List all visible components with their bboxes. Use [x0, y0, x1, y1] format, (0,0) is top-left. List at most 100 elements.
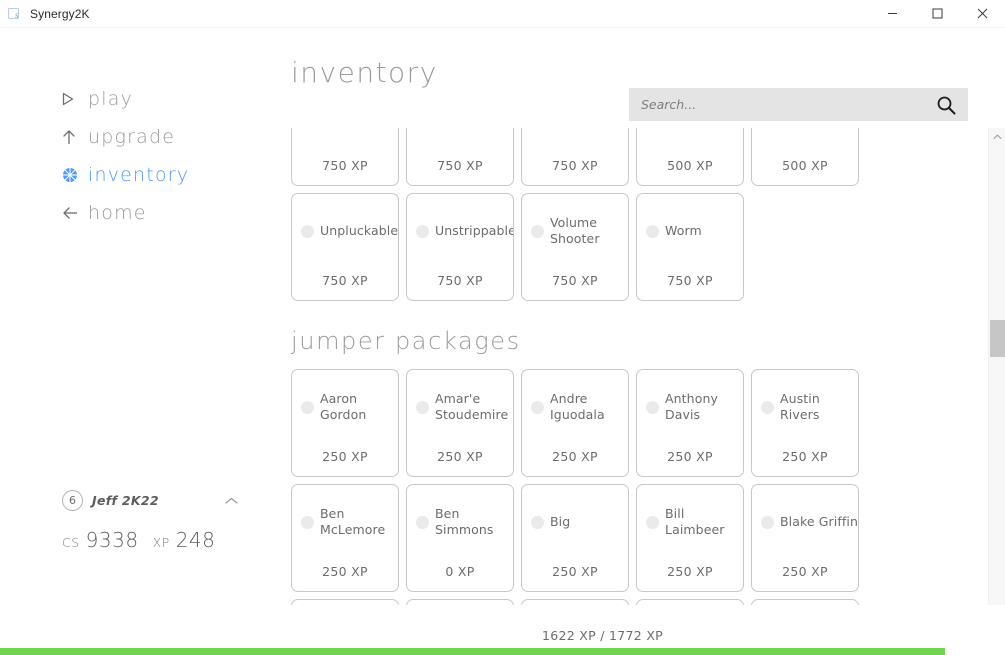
card-body: Andre Iguodala	[522, 370, 628, 444]
card-body: Ben McLemore	[292, 485, 398, 559]
window-controls	[870, 0, 1005, 28]
search-input[interactable]	[641, 97, 936, 112]
card-body: Aaron Gordon	[292, 370, 398, 444]
sidebar-item-play[interactable]: play	[62, 80, 262, 118]
card-xp-value: 250 XP	[667, 449, 713, 464]
card-name: Unpluckable	[320, 223, 398, 238]
card-xp-value: 250 XP	[667, 564, 713, 579]
sidebar: play upgrade	[0, 28, 270, 655]
xp-progress-label: 1622 XP / 1772 XP	[541, 628, 664, 643]
card-xp-value: 750 XP	[552, 273, 598, 288]
card-xp-value: 500 XP	[782, 158, 828, 173]
sidebar-item-label: home	[88, 202, 147, 224]
card-name: Unstrippable	[435, 223, 513, 238]
close-button[interactable]	[960, 0, 1005, 28]
card-name: Worm	[665, 223, 702, 238]
card-name: Volume Shooter	[550, 215, 600, 246]
xp-value: 248	[175, 528, 216, 552]
card-xp-value: 250 XP	[437, 449, 483, 464]
card-xp-value: 500 XP	[667, 158, 713, 173]
maximize-icon	[932, 8, 943, 19]
footer: 1622 XP / 1772 XP	[0, 605, 1005, 655]
card-bullet-icon	[761, 515, 774, 529]
inventory-card[interactable]: 750 XP	[406, 128, 514, 186]
card-bullet-icon	[416, 224, 429, 238]
card-xp-value: 750 XP	[437, 273, 483, 288]
inventory-card[interactable]: Amar'e Stoudemire 250 XP	[406, 369, 514, 477]
card-xp-value: 750 XP	[667, 273, 713, 288]
inventory-card[interactable]: Big 250 XP	[521, 484, 629, 592]
card-xp-value: 250 XP	[322, 564, 368, 579]
card-name: Blake Griffin	[780, 514, 858, 529]
card-body: Amar'e Stoudemire	[407, 370, 513, 444]
sections-container: 750 XP 750 XP 750 XP 500 XP 500 XP Unpluckabl…	[270, 128, 1005, 633]
xp-label: XP	[152, 535, 170, 550]
profile-header-row[interactable]: 6 Jeff 2K22	[62, 488, 242, 512]
search-box[interactable]	[629, 88, 968, 121]
inventory-card[interactable]: Bill Laimbeer 250 XP	[636, 484, 744, 592]
inventory-card[interactable]: 500 XP	[636, 128, 744, 186]
scrollbar-thumb[interactable]	[990, 320, 1005, 357]
minimize-icon	[888, 13, 897, 14]
card-body: Ben Simmons	[407, 485, 513, 559]
main-panel: inventory 750 XP 750 XP 750 XP 500 XP 500 XP…	[270, 28, 1005, 655]
maximize-button[interactable]	[915, 0, 960, 28]
card-xp-value: 750 XP	[322, 273, 368, 288]
card-bullet-icon	[416, 515, 429, 529]
minimize-button[interactable]	[870, 0, 915, 28]
card-bullet-icon	[301, 224, 314, 238]
inventory-card[interactable]: Unstrippable 750 XP	[406, 193, 514, 301]
card-bullet-icon	[531, 400, 544, 414]
title-bar: s Synergy2K	[0, 0, 1005, 28]
inventory-card[interactable]: Anthony Davis 250 XP	[636, 369, 744, 477]
profile-name: Jeff 2K22	[92, 492, 159, 508]
card-row: 750 XP 750 XP 750 XP 500 XP 500 XP	[291, 128, 975, 186]
play-triangle-icon	[62, 92, 88, 106]
sidebar-item-upgrade[interactable]: upgrade	[62, 118, 262, 156]
arrow-left-icon	[62, 206, 88, 220]
main-header: inventory	[270, 28, 1005, 128]
profile-stats: CS 9338 XP 248	[62, 528, 242, 552]
inventory-card[interactable]: 750 XP	[291, 128, 399, 186]
close-icon	[977, 8, 988, 19]
sidebar-item-home[interactable]: home	[62, 194, 262, 232]
scroll-up-arrow[interactable]	[989, 128, 1005, 145]
card-bullet-icon	[416, 400, 429, 414]
card-name: Ben McLemore	[320, 506, 386, 537]
sidebar-item-label: inventory	[88, 164, 190, 186]
card-bullet-icon	[646, 515, 659, 529]
chevron-up-icon	[993, 134, 1002, 139]
inventory-card[interactable]: 500 XP	[751, 128, 859, 186]
card-name: Bill Laimbeer	[665, 506, 725, 537]
card-body: Anthony Davis	[637, 370, 743, 444]
card-body: Worm	[637, 194, 743, 268]
card-name: Big	[550, 514, 571, 529]
card-name: Aaron Gordon	[320, 391, 367, 422]
inventory-card[interactable]: Aaron Gordon 250 XP	[291, 369, 399, 477]
search-icon[interactable]	[936, 95, 956, 115]
inventory-card[interactable]: Volume Shooter 750 XP	[521, 193, 629, 301]
inventory-card[interactable]: Ben McLemore 250 XP	[291, 484, 399, 592]
inventory-card[interactable]: 750 XP	[521, 128, 629, 186]
card-row: Aaron Gordon 250 XP Amar'e Stoudemire 250 X…	[291, 369, 975, 477]
sidebar-item-inventory[interactable]: inventory	[62, 156, 262, 194]
arrow-up-icon	[62, 129, 88, 145]
chevron-up-icon[interactable]	[225, 494, 242, 507]
card-name: Anthony Davis	[665, 391, 718, 422]
inventory-card[interactable]: Unpluckable 750 XP	[291, 193, 399, 301]
inventory-card[interactable]: Worm 750 XP	[636, 193, 744, 301]
card-xp-value: 750 XP	[437, 158, 483, 173]
card-bullet-icon	[531, 224, 544, 238]
card-xp-value: 250 XP	[322, 449, 368, 464]
card-name: Ben Simmons	[435, 506, 494, 537]
vertical-scrollbar[interactable]	[988, 128, 1005, 633]
square-s-icon: s	[8, 7, 22, 21]
card-bullet-icon	[301, 515, 314, 529]
card-xp-value: 250 XP	[552, 564, 598, 579]
